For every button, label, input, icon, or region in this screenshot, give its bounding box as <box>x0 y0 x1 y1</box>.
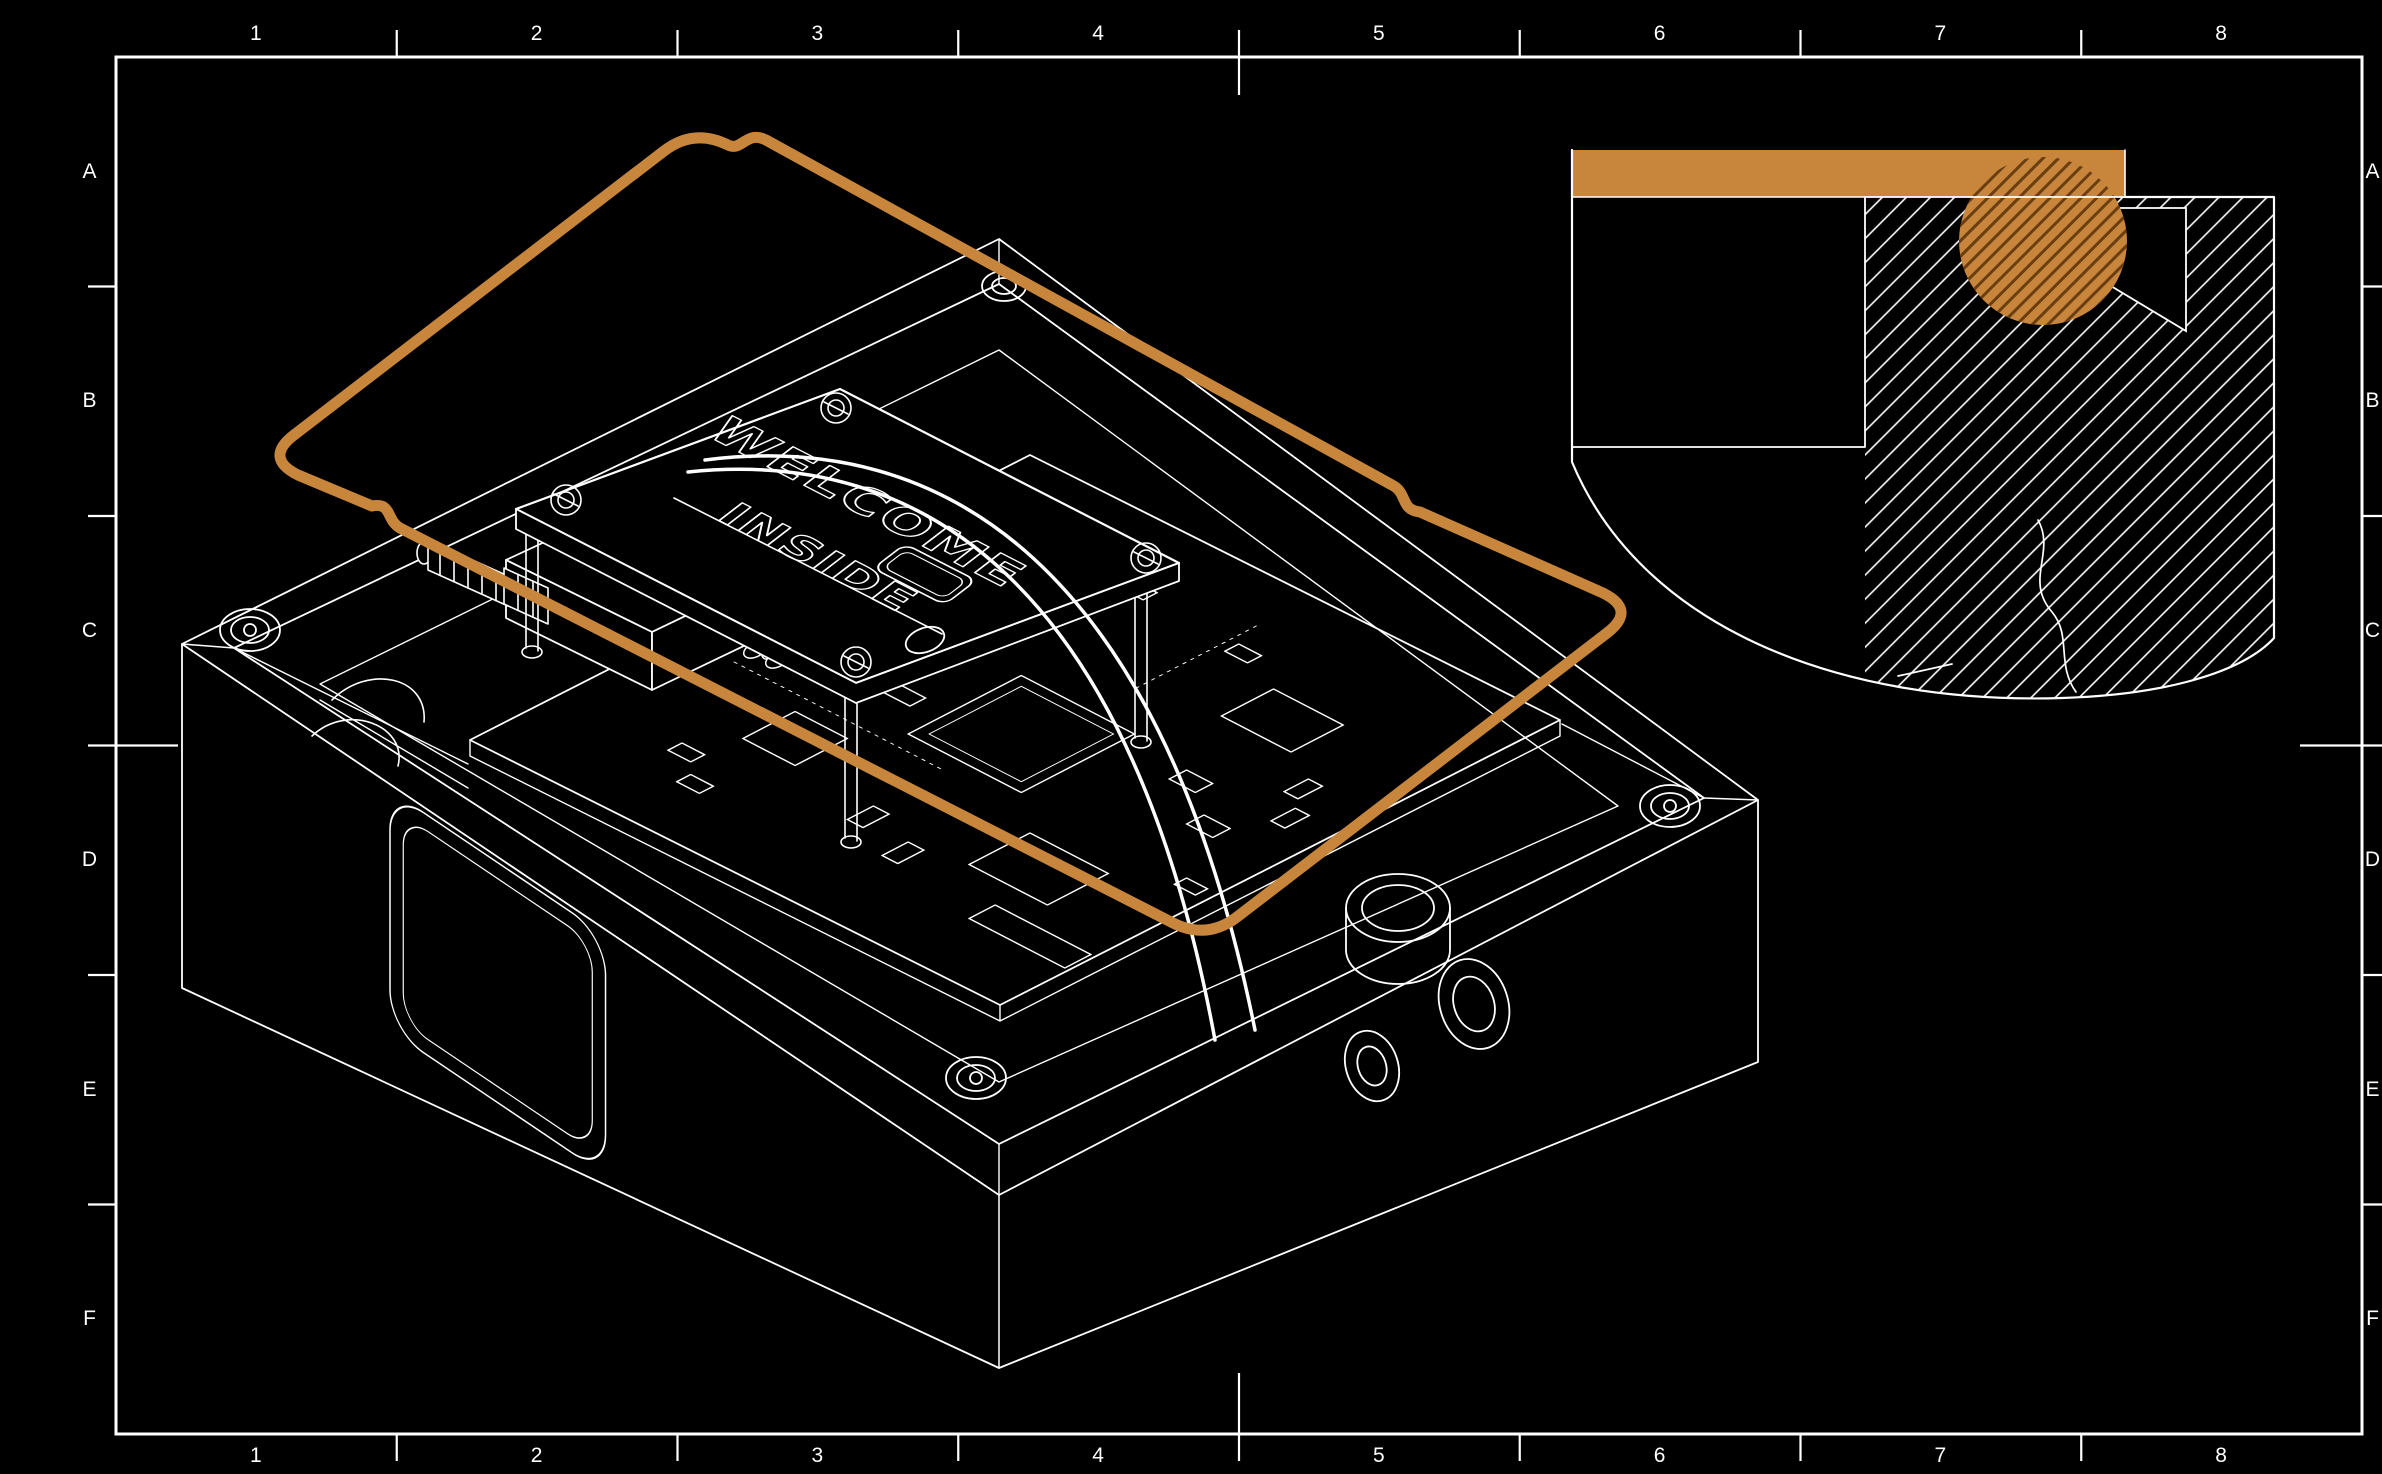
plate-connector-cutout <box>877 546 973 603</box>
zone-column-label-top: 1 <box>250 22 263 45</box>
plate-seam-line <box>673 497 943 635</box>
zone-column-label-top: 6 <box>1653 22 1667 45</box>
zone-row-label-left: B <box>82 389 98 413</box>
zone-column-label-top: 3 <box>811 22 825 45</box>
plate-screws <box>550 392 1162 678</box>
zone-column-label-bottom: 1 <box>250 1444 263 1467</box>
zone-row-label-right: E <box>2365 1077 2381 1101</box>
zone-column-label-top: 8 <box>2215 22 2228 45</box>
oring-detail-view <box>1570 148 2276 700</box>
zone-row-label-left: A <box>82 159 98 183</box>
zone-row-label-left: F <box>83 1307 97 1331</box>
zone-column-label-bottom: 8 <box>2215 1444 2228 1467</box>
detail-cover-edge <box>1571 149 2126 198</box>
oring-cross-section-hatch <box>1959 157 2127 325</box>
drawing-frame <box>88 30 2382 1461</box>
zone-ticks-left <box>88 285 178 1206</box>
zone-row-label-right: A <box>2365 159 2381 183</box>
zone-row-label-right: B <box>2365 389 2381 413</box>
zone-row-label-left: D <box>81 848 99 872</box>
plate-oval-hole <box>904 625 946 655</box>
corner-bosses <box>219 270 1701 1100</box>
zone-ticks-top <box>395 30 2083 95</box>
zone-row-label-right: F <box>2366 1307 2380 1331</box>
cables <box>686 454 1257 1042</box>
zone-ticks-right <box>2300 285 2382 1206</box>
front-recess <box>389 805 607 1160</box>
zone-column-label-bottom: 7 <box>1934 1444 1948 1467</box>
zone-column-label-bottom: 2 <box>530 1444 544 1467</box>
zone-column-label-bottom: 6 <box>1653 1444 1667 1467</box>
internal-cylinder <box>1345 873 1451 985</box>
detail-break-line <box>2037 519 2077 693</box>
detail-bubble-outline <box>1570 148 2276 700</box>
zone-column-label-top: 4 <box>1092 22 1105 45</box>
zone-row-label-right: C <box>2364 618 2382 642</box>
side-port-holes <box>1343 958 1511 1103</box>
enclosure-base <box>181 238 1759 1369</box>
zone-row-label-right: D <box>2364 848 2382 872</box>
gasket-seal-outline <box>274 132 1627 936</box>
detail-tick <box>1897 663 1953 677</box>
zone-column-label-bottom: 4 <box>1092 1444 1105 1467</box>
zone-row-label-left: E <box>82 1077 98 1101</box>
zone-row-label-left: C <box>81 618 99 642</box>
zone-column-label-bottom: 3 <box>811 1444 825 1467</box>
enclosure-isometric-view: WELCOME INSIDE <box>181 132 1759 1369</box>
standoff-posts <box>521 512 1152 849</box>
cavity-wires <box>311 678 425 767</box>
zone-column-label-bottom: 5 <box>1373 1444 1386 1467</box>
zone-column-label-top: 2 <box>530 22 544 45</box>
zone-ticks-bottom <box>395 1373 2083 1461</box>
zone-column-label-top: 7 <box>1934 22 1948 45</box>
zone-column-label-top: 5 <box>1373 22 1386 45</box>
